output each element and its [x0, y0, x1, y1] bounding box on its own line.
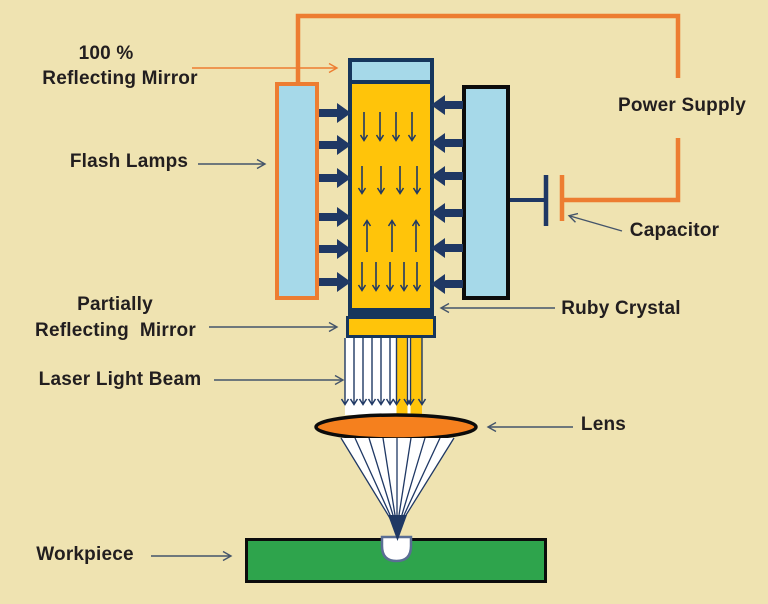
partially-reflecting-mirror	[346, 316, 436, 338]
label-laser-beam: Laser Light Beam	[38, 368, 202, 390]
lens-shape	[314, 413, 478, 441]
flash-lamp-right	[462, 85, 510, 300]
crystal-photon-arrows	[357, 112, 422, 292]
beam-tip-arrowhead	[388, 515, 407, 541]
capacitor-symbol	[510, 175, 565, 226]
power-supply-wire-to-capacitor	[563, 138, 681, 203]
label-mirror-top-line2: Reflecting Mirror	[42, 68, 198, 89]
laser-beam	[340, 338, 427, 415]
power-supply-wire-top	[295, 13, 681, 82]
focus-cone	[340, 437, 455, 530]
pump-arrows-left	[319, 103, 351, 292]
pump-arrows-right	[431, 95, 463, 294]
label-workpiece: Workpiece	[36, 544, 134, 565]
flash-lamp-left	[275, 82, 319, 300]
label-partial-mirror-line1: Partially	[77, 294, 153, 315]
leader-arrow-capacitor	[567, 212, 623, 232]
label-partial-mirror-line2: Reflecting Mirror	[35, 319, 196, 341]
label-power-supply: Power Supply	[617, 95, 747, 116]
label-lens: Lens	[580, 414, 627, 435]
label-mirror-top-line1: 100 %	[78, 43, 134, 64]
melt-spot	[380, 535, 413, 563]
label-capacitor: Capacitor	[629, 220, 720, 241]
label-flash-lamps: Flash Lamps	[69, 151, 189, 172]
label-ruby-crystal: Ruby Crystal	[561, 298, 681, 319]
